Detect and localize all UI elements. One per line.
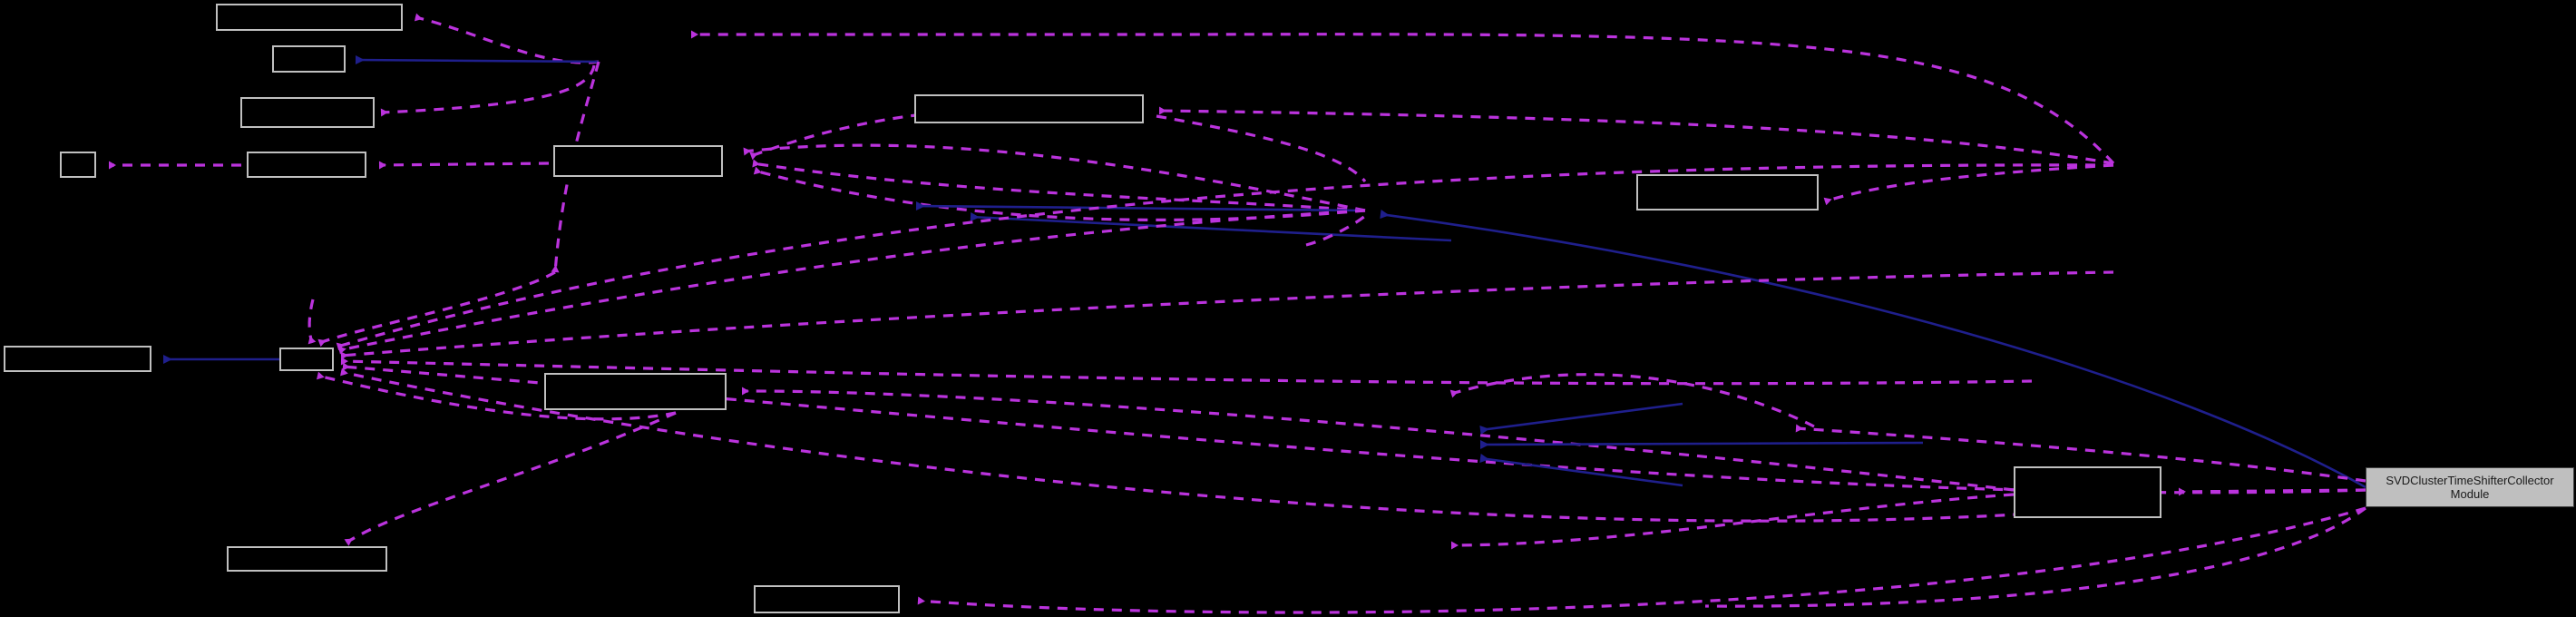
graph-node[interactable] (544, 373, 727, 410)
edge-group-upper-left (355, 13, 600, 273)
graph-node[interactable] (272, 45, 346, 73)
graph-node[interactable] (60, 152, 96, 178)
edge-group-blue-right (915, 201, 2366, 489)
graph-node[interactable] (754, 585, 900, 613)
graph-node[interactable] (247, 152, 366, 178)
graph-node[interactable] (216, 4, 403, 31)
graph-node-highlighted[interactable]: SVDClusterTimeShifterCollector Module (2366, 467, 2574, 507)
graph-node[interactable] (914, 94, 1144, 123)
edge-group-mid-left (743, 109, 1366, 221)
graph-node-label: SVDClusterTimeShifterCollector Module (2386, 473, 2554, 501)
edge-group-n10 (741, 387, 2015, 492)
graph-node[interactable] (279, 348, 334, 371)
edge-group-blue-converge (1479, 402, 1924, 487)
edge-group-n11 (2178, 487, 2366, 496)
edge-group-n14-mid (1449, 373, 2366, 550)
edge-group-n13 (917, 506, 2366, 614)
graph-node[interactable] (227, 546, 387, 572)
edge-group-tails (1305, 214, 2366, 608)
graph-node[interactable] (2014, 466, 2161, 518)
graph-node[interactable] (4, 346, 151, 372)
edge-group-left-chain (109, 161, 550, 170)
edge-group-right-upper (1156, 106, 2114, 206)
edge-group-n12 (344, 411, 677, 546)
graph-node[interactable] (240, 97, 375, 128)
graph-node[interactable] (553, 145, 723, 177)
edge-group-hub-fan (307, 163, 2366, 523)
graph-node[interactable] (1636, 174, 1819, 211)
edge-group-top-long (691, 30, 2115, 165)
